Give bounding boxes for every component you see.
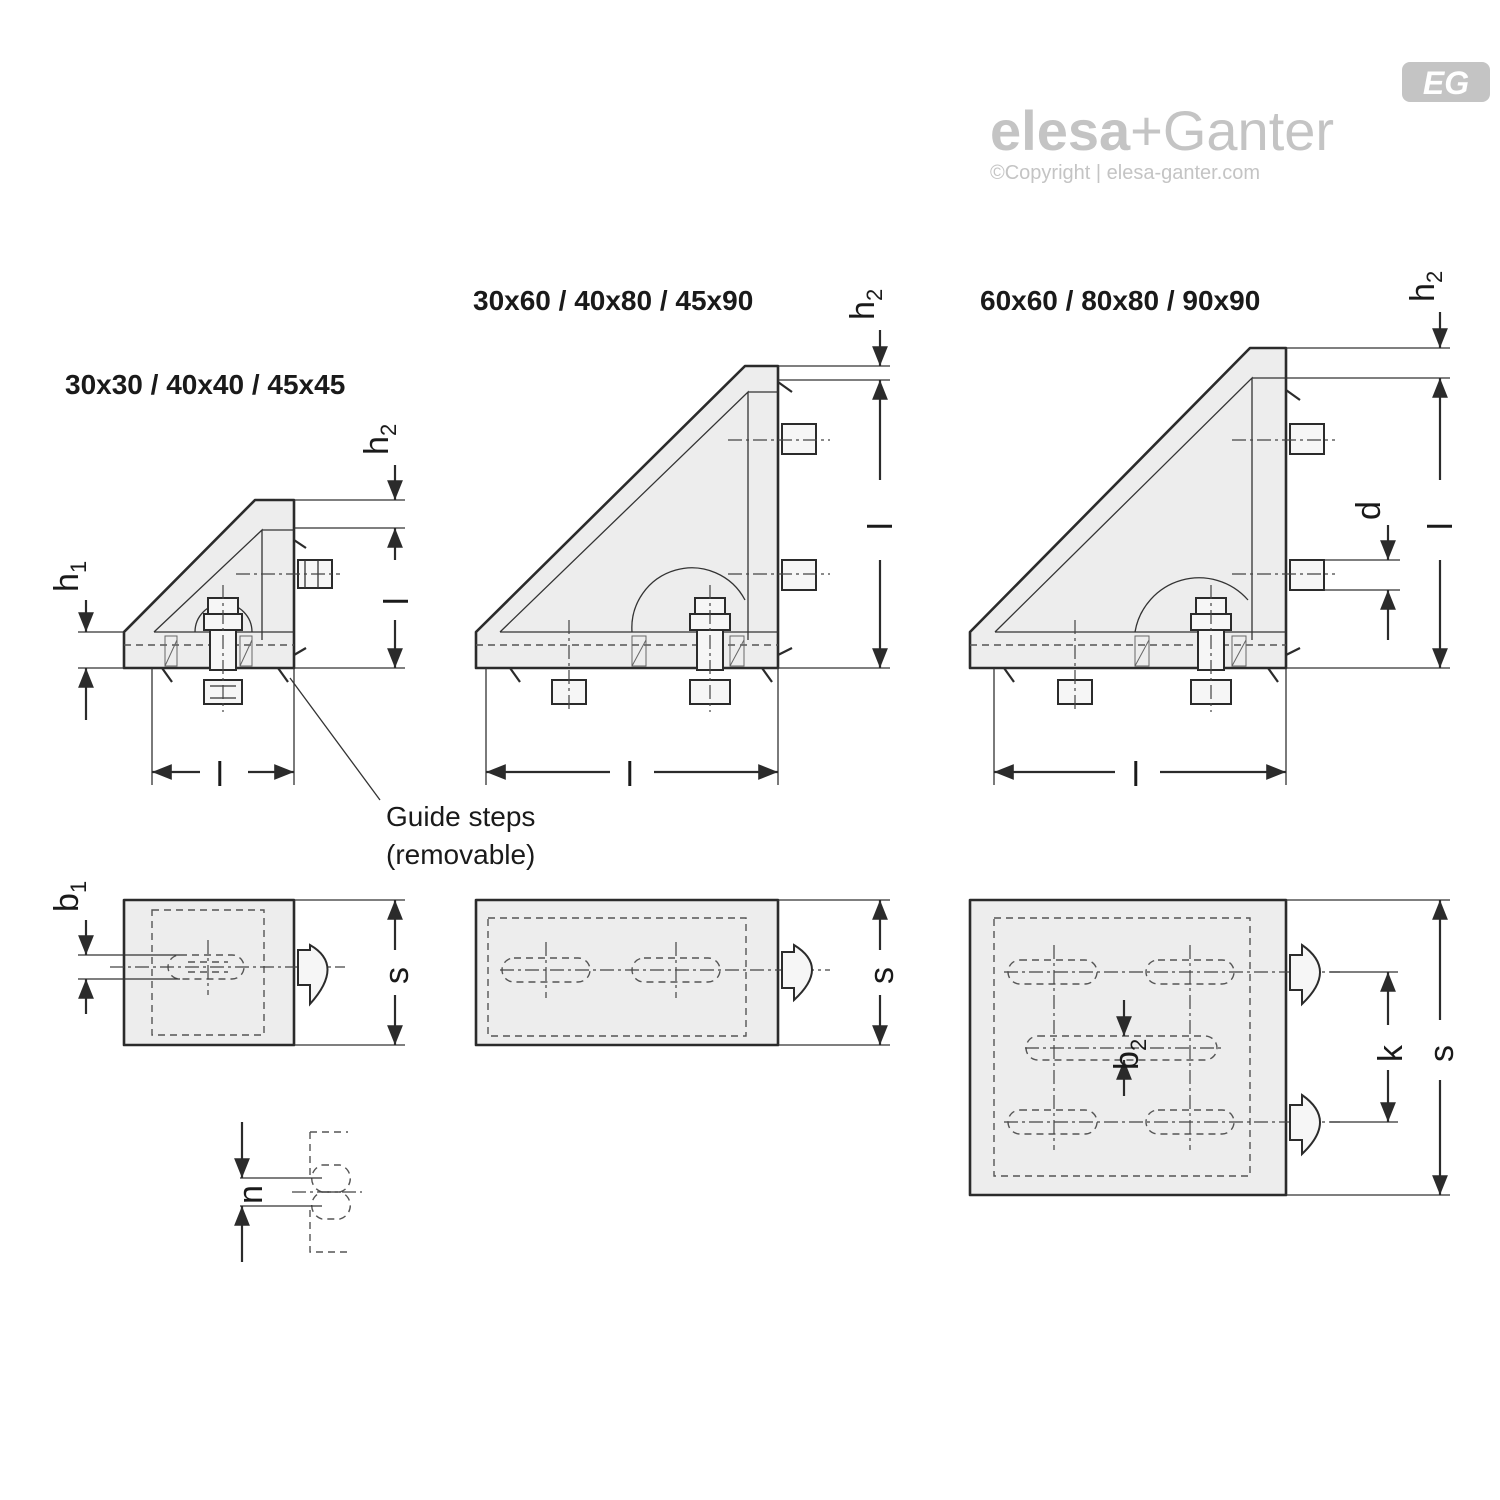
svg-text:l: l: [862, 522, 900, 530]
svg-text:s: s: [378, 967, 416, 984]
svg-text:1: 1: [66, 561, 91, 573]
logo-brand-plus: +: [1130, 99, 1163, 162]
title-large: 60x60 / 80x80 / 90x90: [980, 285, 1260, 316]
logo-badge-text: EG: [1423, 65, 1469, 101]
svg-text:1: 1: [66, 881, 91, 893]
medium-bracket-top-view: [474, 898, 830, 1047]
logo-wordmark: elesa+Ganter: [990, 99, 1334, 162]
title-small: 30x30 / 40x40 / 45x45: [65, 369, 345, 400]
small-bracket-top-view: [110, 898, 345, 1047]
guide-steps-callout: Guide steps (removable): [289, 677, 535, 870]
svg-text:h: h: [358, 436, 396, 455]
large-dimensions: h 2 l d l: [993, 271, 1460, 794]
svg-text:s: s: [863, 967, 901, 984]
svg-text:h: h: [1404, 283, 1442, 302]
svg-text:l: l: [378, 597, 416, 605]
svg-text:2: 2: [376, 424, 401, 436]
svg-text:2: 2: [862, 289, 887, 301]
note-line-2: (removable): [386, 839, 535, 870]
small-dimensions: h 2 l h 1 l: [48, 424, 416, 794]
slot-detail-view: n: [232, 1122, 362, 1262]
logo-brand-left: elesa: [990, 99, 1131, 162]
svg-text:h: h: [844, 301, 882, 320]
logo-badge: [1402, 62, 1490, 102]
svg-text:b: b: [48, 893, 86, 912]
logo-brand-right: Ganter: [1163, 99, 1334, 162]
small-top-dimensions: b 1 s: [48, 881, 416, 1046]
svg-text:l: l: [1132, 756, 1140, 794]
medium-dimensions: h 2 l l: [485, 289, 900, 794]
svg-text:b: b: [1108, 1051, 1146, 1070]
svg-text:l: l: [216, 756, 224, 794]
note-line-1: Guide steps: [386, 801, 535, 832]
title-medium: 30x60 / 40x80 / 45x90: [473, 285, 753, 316]
large-bracket-body: [968, 346, 1288, 670]
svg-text:2: 2: [1422, 271, 1447, 283]
large-top-dimensions: s k b 2: [1108, 899, 1461, 1196]
brand-logo: EG elesa+Ganter ©Copyright | elesa-gante…: [990, 62, 1490, 184]
large-bracket-top-view: [968, 898, 1340, 1197]
svg-text:l: l: [626, 756, 634, 794]
svg-text:h: h: [48, 573, 86, 592]
medium-bracket-side-view: [474, 364, 830, 712]
medium-bracket-body: [474, 364, 780, 670]
medium-top-dimensions: s: [778, 899, 901, 1046]
svg-text:n: n: [232, 1185, 270, 1204]
svg-text:k: k: [1372, 1044, 1410, 1062]
svg-text:l: l: [1422, 522, 1460, 530]
svg-text:2: 2: [1126, 1039, 1151, 1051]
svg-text:d: d: [1350, 501, 1388, 520]
svg-text:s: s: [1423, 1045, 1461, 1062]
small-bracket-side-view: [122, 498, 340, 712]
large-bracket-side-view: [968, 346, 1335, 712]
logo-copyright: ©Copyright | elesa-ganter.com: [990, 162, 1260, 184]
